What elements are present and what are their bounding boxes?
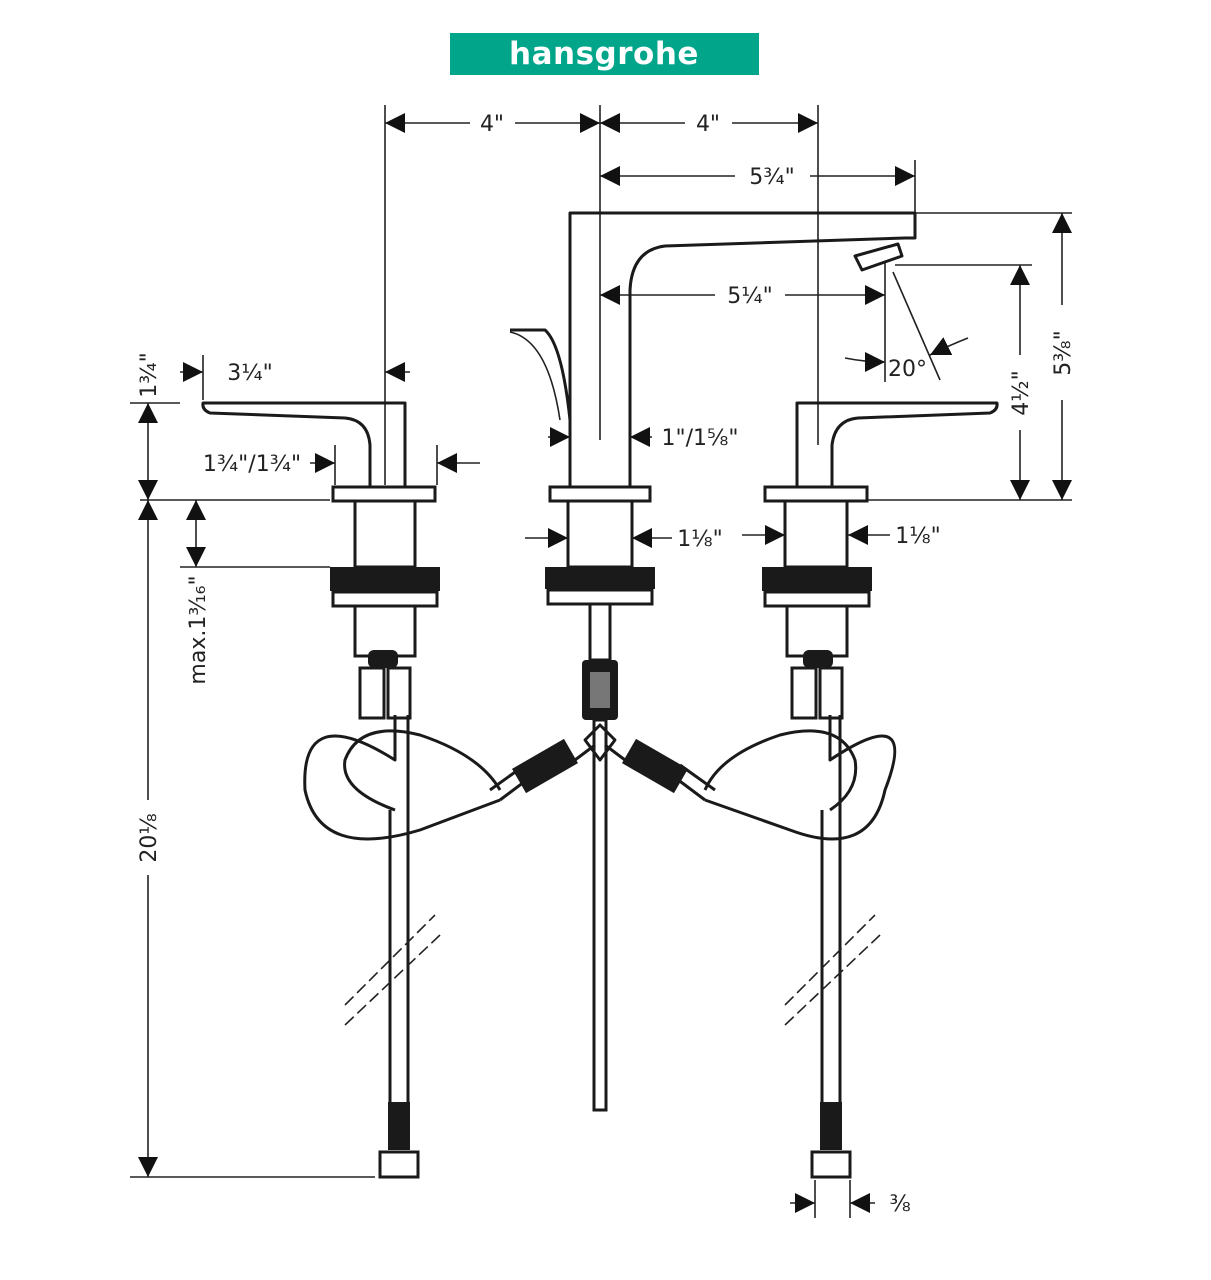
left-spacing-label: 4": [480, 112, 504, 137]
supply-hoses: [303, 715, 897, 1179]
spout-height-label: 5⅜": [1051, 330, 1076, 375]
spray-angle-label: 20°: [888, 357, 927, 382]
spout-base-label: 1"/1⅝": [662, 426, 739, 451]
right-spacing-label: 4": [696, 112, 720, 137]
handle-height-label: 1¾": [137, 352, 162, 397]
outlet-height-label: 4½": [1009, 370, 1034, 415]
dimension-labels: 4" 4" 5¾" 5¼" 20° 4½" 5⅜" 1¾" 3¼" 1¾"/1¾…: [137, 112, 1076, 1217]
right-shank-label: 1⅛": [895, 524, 940, 549]
center-shank-label: 1⅛": [677, 527, 722, 552]
spout-reach-label: 5¼": [727, 284, 772, 309]
deck-thickness-label: max.1³⁄₁₆": [186, 575, 211, 684]
break-marks: [344, 914, 881, 1026]
spout-reach-overall-label: 5¾": [749, 165, 794, 190]
spout: [509, 211, 917, 1112]
supply-length-label: 20⅛: [137, 813, 162, 862]
handle-base-label: 1¾"/1¾": [203, 452, 301, 477]
dimension-lines: [138, 113, 1072, 1213]
svg-text:hansgrohe: hansgrohe: [509, 36, 699, 72]
hansgrohe-logo: hansgrohe: [450, 33, 759, 75]
right-handle-valve: [762, 401, 999, 720]
left-handle-valve: [201, 401, 440, 720]
connection-size-label: ⅜: [889, 1192, 910, 1217]
handle-length-label: 3¼": [227, 361, 272, 386]
